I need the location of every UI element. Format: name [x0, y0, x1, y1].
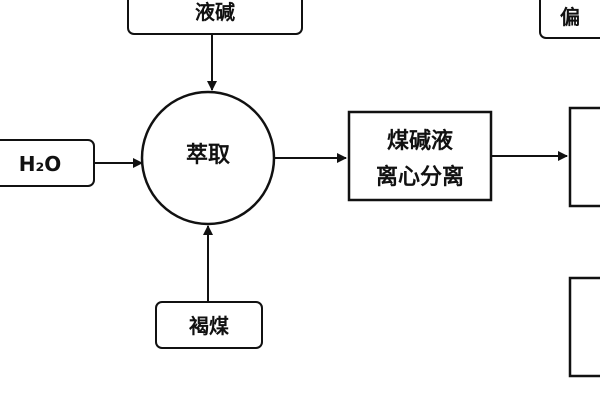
node-centrifuge-label-line1: 煤碱液: [387, 128, 453, 154]
node-top-right-partial-label: 偏: [560, 5, 580, 29]
node-right-partial-upper: [568, 106, 600, 208]
node-extraction-label: 萃取: [186, 143, 230, 168]
node-lignite: 褐煤: [155, 301, 263, 349]
node-centrifuge-label-line2: 离心分离: [376, 164, 464, 190]
node-liquid-alkali: 液碱: [127, 0, 303, 35]
node-lignite-label: 褐煤: [188, 314, 229, 338]
node-liquid-alkali-label: 液碱: [195, 0, 235, 24]
node-top-right-partial: 偏: [539, 0, 600, 39]
node-right-partial-lower: [568, 276, 600, 378]
node-centrifuge: 煤碱液 离心分离: [347, 110, 493, 202]
node-extraction: 萃取: [140, 90, 276, 226]
node-water-label: H₂O: [19, 152, 62, 176]
node-water: H₂O: [0, 139, 95, 187]
